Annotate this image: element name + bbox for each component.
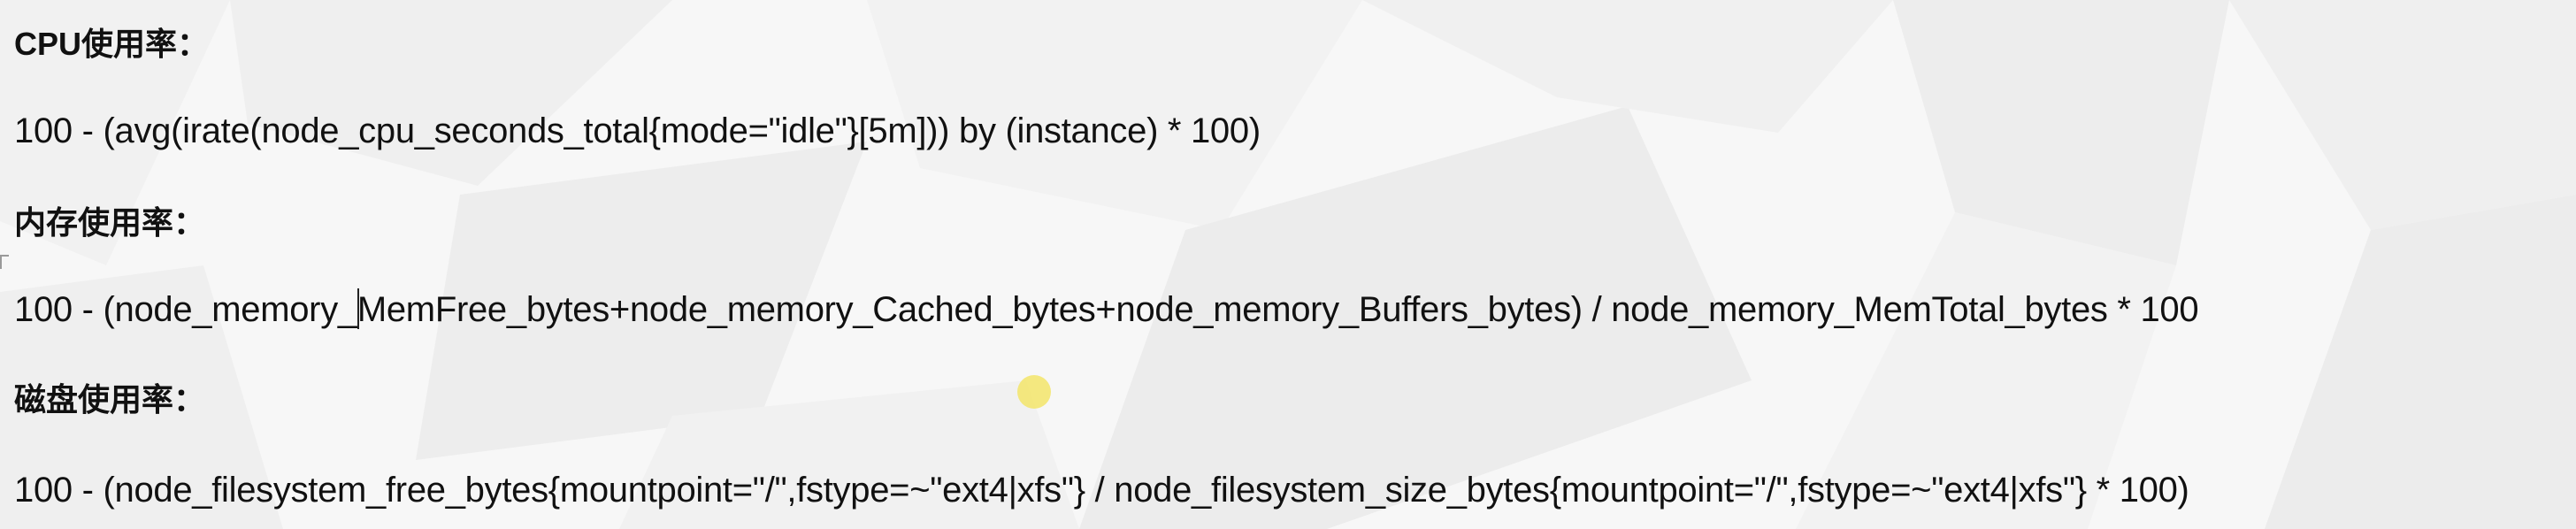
text-caret [357, 288, 359, 329]
memory-usage-formula: 100 - (node_memory_MemFree_bytes+node_me… [14, 290, 2199, 329]
memory-usage-heading: 内存使用率： [14, 204, 206, 241]
corner-mark-icon [0, 255, 9, 269]
disk-usage-formula: 100 - (node_filesystem_free_bytes{mountp… [14, 471, 2189, 510]
cpu-usage-heading: CPU使用率： [14, 26, 210, 62]
disk-usage-heading: 磁盘使用率： [14, 381, 206, 418]
cpu-usage-formula: 100 - (avg(irate(node_cpu_seconds_total{… [14, 111, 1261, 150]
cursor-highlight-icon [1017, 375, 1051, 409]
